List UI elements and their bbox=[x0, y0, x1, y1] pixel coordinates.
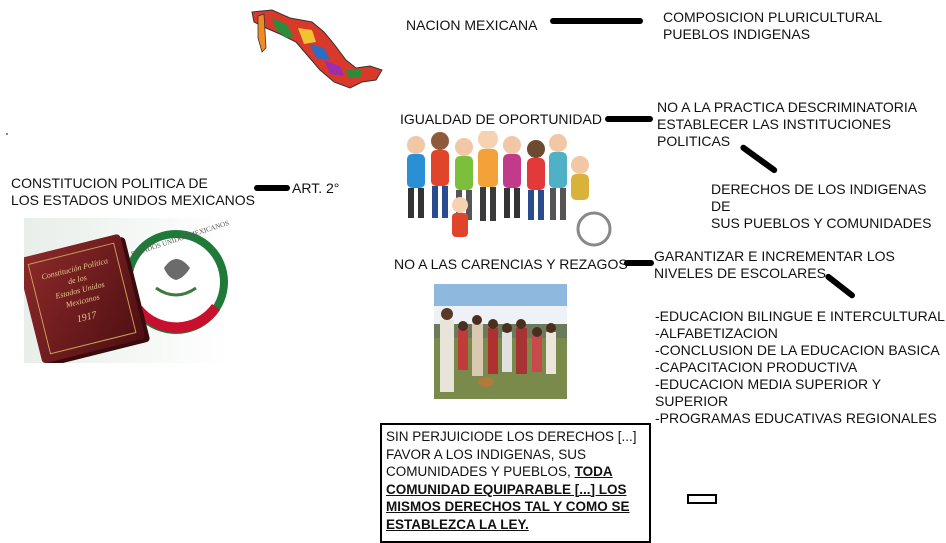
education-list-item: -EDUCACION BILINGUE E INTERCULTURAL bbox=[655, 308, 945, 324]
derechos-line-2: SUS PUEBLOS Y COMUNIDADES bbox=[711, 215, 932, 231]
education-list-item: -PROGRAMAS EDUCATIVAS REGIONALES bbox=[655, 410, 937, 426]
composicion-line-1: COMPOSICION PLURICULTURAL bbox=[663, 9, 883, 25]
no-practica-line-3: POLITICAS bbox=[657, 133, 731, 149]
no-practica-line-1: NO A LA PRACTICA DESCRIMINATORIA bbox=[657, 99, 918, 115]
education-list-item: -EDUCACION MEDIA SUPERIOR Y bbox=[655, 376, 882, 392]
book-title-line-2: de los bbox=[67, 273, 88, 286]
small-empty-rectangle bbox=[687, 494, 717, 504]
article-label: ART. 2° bbox=[292, 180, 340, 196]
children-group-svg bbox=[398, 129, 612, 249]
derechos-line-1: DERECHOS DE LOS INDIGENAS DE bbox=[711, 181, 927, 214]
constitution-book-image: ESTADOS UNIDOS MEXICANOS Constitución Po… bbox=[17, 218, 230, 367]
derechos-label: DERECHOS DE LOS INDIGENAS DE SUS PUEBLOS… bbox=[711, 181, 946, 232]
children-group-image bbox=[398, 129, 612, 249]
composicion-label: COMPOSICION PLURICULTURAL PUEBLOS INDIGE… bbox=[663, 9, 882, 43]
composicion-line-2: PUEBLOS INDIGENAS bbox=[663, 26, 811, 42]
connector-carencias-garantizar bbox=[624, 260, 654, 266]
indigenous-people-photo bbox=[434, 284, 567, 399]
carencias-label: NO A LAS CARENCIAS Y REZAGOS bbox=[394, 256, 628, 272]
no-practica-line-2: ESTABLECER LAS INSTITUCIONES bbox=[657, 116, 891, 132]
education-list: -EDUCACION BILINGUE E INTERCULTURAL -ALF… bbox=[655, 308, 945, 427]
mexico-map-svg bbox=[251, 9, 383, 89]
constitution-line-1: CONSTITUCION POLITICA DE bbox=[11, 175, 208, 191]
mexico-map-image bbox=[250, 8, 384, 92]
connector-igualdad-practica bbox=[605, 116, 653, 122]
education-list-item: -CONCLUSION DE LA EDUCACION BASICA bbox=[655, 342, 940, 358]
indigenous-people-svg bbox=[434, 284, 567, 399]
igualdad-label: IGUALDAD DE OPORTUNIDAD bbox=[400, 111, 602, 127]
education-list-item: SUPERIOR bbox=[655, 393, 729, 409]
garantizar-line-1: GARANTIZAR E INCREMENTAR LOS bbox=[654, 248, 895, 264]
education-list-item: -CAPACITACION PRODUCTIVA bbox=[655, 359, 858, 375]
rights-text-box: SIN PERJUICIODE LOS DERECHOS [...] FAVOR… bbox=[380, 423, 651, 543]
constitution-book-svg: ESTADOS UNIDOS MEXICANOS Constitución Po… bbox=[17, 218, 230, 367]
book-year: 1917 bbox=[76, 309, 99, 325]
rights-emphasis-text: TODA COMUNIDAD EQUIPARABLE [...] LOS MIS… bbox=[386, 464, 630, 532]
constitution-label: CONSTITUCION POLITICA DE LOS ESTADOS UNI… bbox=[11, 175, 255, 209]
no-practica-label: NO A LA PRACTICA DESCRIMINATORIA ESTABLE… bbox=[657, 99, 917, 150]
stray-dot bbox=[6, 133, 8, 135]
education-list-item: -ALFABETIZACION bbox=[655, 325, 778, 341]
rights-plain-text: SIN PERJUICIODE LOS DERECHOS [...] FAVOR… bbox=[386, 429, 637, 479]
nacion-label: NACION MEXICANA bbox=[406, 17, 538, 33]
garantizar-line-2: NIVELES DE ESCOLARES bbox=[654, 265, 826, 281]
constitution-line-2: LOS ESTADOS UNIDOS MEXICANOS bbox=[11, 192, 256, 208]
garantizar-label: GARANTIZAR E INCREMENTAR LOS NIVELES DE … bbox=[654, 248, 895, 282]
connector-nacion-composicion bbox=[550, 18, 643, 24]
connector-constitution-article bbox=[254, 185, 290, 191]
